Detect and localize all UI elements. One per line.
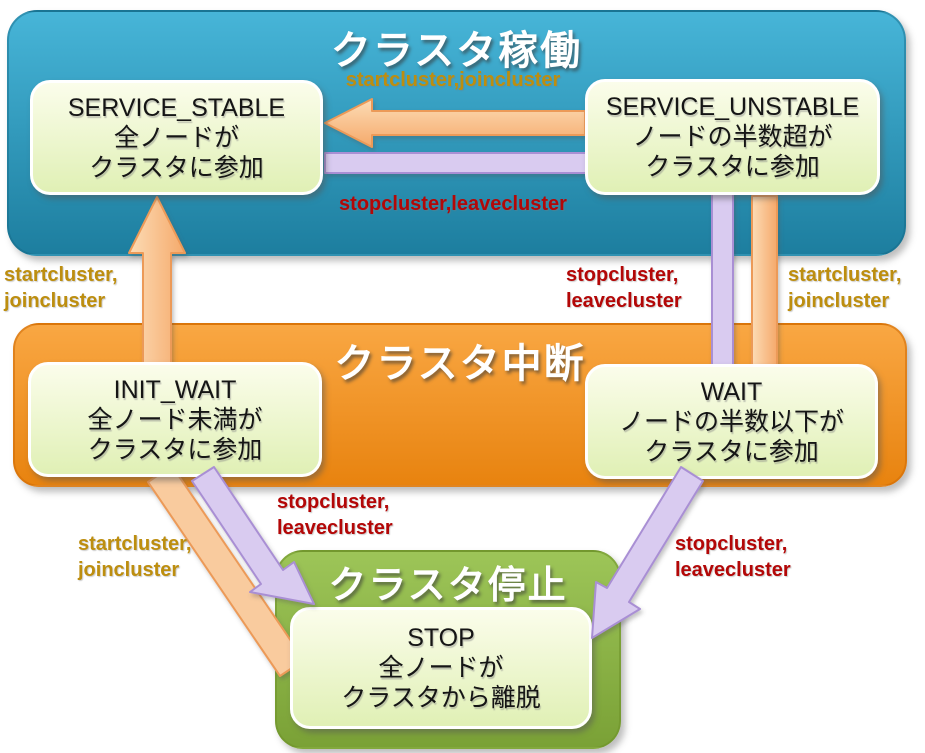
- label-initwait-to-stable: startcluster, joincluster: [4, 262, 117, 314]
- state-desc: クラスタに参加: [644, 437, 819, 466]
- state-name: WAIT: [700, 377, 763, 406]
- label-line: startcluster,: [788, 264, 902, 286]
- label-stable-to-wait: stopcluster,leavecluster: [339, 193, 567, 215]
- label-wait-to-unstable: startcluster, joincluster: [788, 262, 901, 314]
- label-line: joincluster: [78, 559, 180, 581]
- section-title-running: クラスタ稼働: [330, 29, 583, 73]
- label-line: stopcluster,: [277, 491, 390, 513]
- label-wait-to-stop: stopcluster, leavecluster: [675, 531, 791, 583]
- label-line: stopcluster,: [675, 533, 788, 555]
- label-line: joincluster: [4, 290, 106, 312]
- label-initwait-to-stop: stopcluster, leavecluster: [277, 489, 393, 541]
- label-line: startcluster,: [4, 264, 118, 286]
- label-stop-to-initwait: startcluster, joincluster: [78, 531, 191, 583]
- state-desc: クラスタから離脱: [341, 684, 541, 712]
- state-name: SERVICE_UNSTABLE: [605, 93, 860, 121]
- state-desc: ノードの半数以下が: [618, 407, 844, 436]
- label-line: leavecluster: [675, 559, 791, 581]
- state-desc: 全ノードが: [113, 123, 239, 152]
- state-service-unstable: SERVICE_UNSTABLE ノードの半数超が クラスタに参加: [585, 79, 880, 195]
- state-name: INIT_WAIT: [113, 375, 237, 404]
- state-service-stable: SERVICE_STABLE 全ノードが クラスタに参加: [30, 80, 323, 195]
- state-name: SERVICE_STABLE: [67, 93, 286, 122]
- label-unstable-to-wait: stopcluster, leavecluster: [566, 262, 682, 314]
- label-line: leavecluster: [566, 290, 682, 312]
- state-wait: WAIT ノードの半数以下が クラスタに参加: [585, 364, 878, 479]
- label-unstable-to-stable: startcluster,joincluster: [345, 69, 561, 91]
- state-desc: クラスタに参加: [89, 153, 264, 182]
- label-line: joincluster: [788, 290, 890, 312]
- state-desc: 全ノードが: [378, 654, 504, 682]
- state-desc: クラスタに参加: [87, 435, 263, 464]
- state-desc: クラスタに参加: [645, 153, 820, 181]
- state-stop: STOP 全ノードが クラスタから離脱: [290, 607, 592, 729]
- label-line: stopcluster,: [566, 264, 679, 286]
- section-title-stopped: クラスタ停止: [328, 565, 568, 607]
- state-name: STOP: [407, 624, 475, 652]
- state-desc: ノードの半数超が: [632, 123, 833, 151]
- state-desc: 全ノード未満が: [87, 405, 263, 434]
- state-init-wait: INIT_WAIT 全ノード未満が クラスタに参加: [28, 362, 322, 477]
- label-line: startcluster,: [78, 533, 192, 555]
- label-line: leavecluster: [277, 517, 393, 539]
